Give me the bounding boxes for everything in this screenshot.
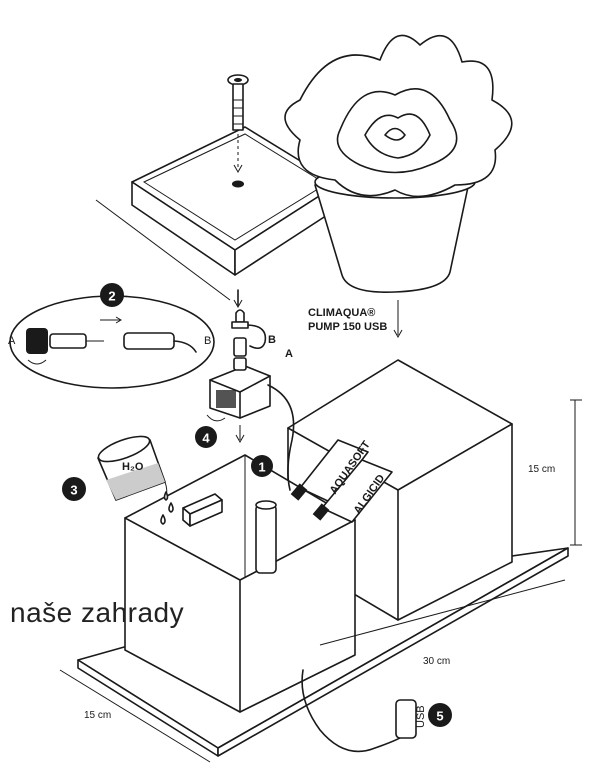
label-a: A — [285, 348, 293, 360]
step-badge-3: 3 — [62, 477, 86, 501]
inset-label-b: B — [204, 335, 211, 347]
step-badge-4: 4 — [195, 426, 217, 448]
watermark-text: naše zahrady — [10, 597, 184, 628]
pump — [206, 357, 295, 491]
svg-text:1: 1 — [258, 460, 265, 475]
dimension-lines — [59, 399, 582, 763]
dimension-height: 15 cm — [528, 464, 555, 475]
water-label: H₂O — [122, 461, 144, 473]
left-reservoir-box — [124, 454, 356, 713]
step-badge-5: 5 — [428, 703, 452, 727]
inset-connector-detail — [9, 295, 215, 389]
usb-label: USB — [415, 705, 427, 728]
svg-text:2: 2 — [108, 289, 115, 304]
nozzle — [227, 74, 249, 174]
connector-parts — [231, 289, 267, 357]
svg-text:5: 5 — [436, 709, 443, 724]
label-b: B — [268, 334, 276, 346]
succulent-pot — [284, 34, 513, 339]
dimension-length: 30 cm — [423, 656, 450, 667]
svg-text:3: 3 — [70, 483, 77, 498]
water-drops — [160, 491, 174, 525]
step-badge-1: 1 — [251, 455, 273, 477]
usb-cable — [301, 669, 417, 753]
product-model: PUMP 150 USB — [308, 321, 387, 333]
product-name: CLIMAQUA® — [308, 307, 375, 319]
algicid-bottle — [312, 459, 393, 523]
step-badge-2: 2 — [100, 283, 124, 307]
dimension-width: 15 cm — [84, 710, 111, 721]
water-cup — [97, 435, 168, 501]
aquasoft-bottle — [290, 439, 369, 503]
svg-text:4: 4 — [202, 431, 210, 446]
inset-label-a: A — [8, 335, 16, 347]
